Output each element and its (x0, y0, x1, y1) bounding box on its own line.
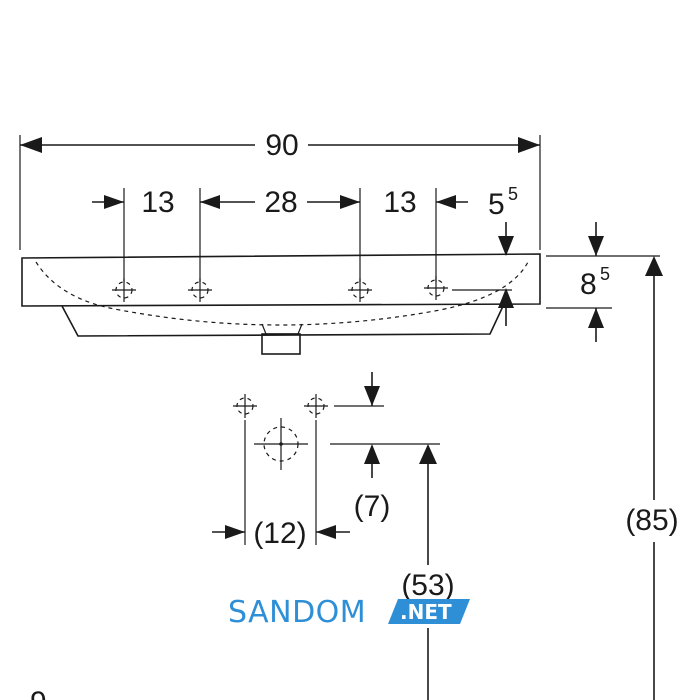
arrow-up-icon (419, 444, 437, 464)
watermark-logo: SANDOM .NET (228, 595, 470, 630)
dim-thickness-main: 8 (580, 268, 597, 301)
drain-hole (254, 418, 308, 470)
arrow-down-icon (364, 386, 380, 406)
dim-drain-height: (53) (401, 569, 454, 602)
watermark-badge (388, 599, 470, 624)
tap-hole-4 (424, 276, 448, 300)
partial-label: 9 (30, 686, 47, 700)
arrow-down-icon (498, 236, 514, 256)
basin-bowl-front (61, 303, 505, 337)
dim-hole-spacing: (12) (253, 517, 306, 550)
tap-hole-1 (112, 278, 136, 302)
arrow-icon (340, 195, 360, 209)
tap-hole-2 (188, 278, 212, 302)
arrow-right-icon (518, 137, 540, 153)
drain-outlet (261, 333, 301, 355)
dim-total-width: 90 (265, 129, 298, 162)
arrow-icon (104, 195, 124, 209)
arrow-left-icon (20, 137, 42, 153)
dim-hole-offset: (7) (354, 490, 391, 523)
dim-edge-main: 5 (488, 188, 505, 221)
watermark-name: SANDOM (228, 595, 366, 630)
arrow-up-icon (364, 444, 380, 464)
dim-edge-sup: 5 (508, 184, 518, 204)
dim-thickness-sup: 5 (600, 264, 610, 284)
watermark-suffix: .NET (400, 600, 452, 624)
dim-middle-span: 28 (264, 186, 297, 219)
mount-hole-left (233, 394, 257, 418)
arrow-right-icon (225, 525, 245, 539)
bowl-hidden-line (35, 261, 529, 326)
arrow-up-icon (645, 256, 663, 276)
tap-hole-3 (348, 278, 372, 302)
dim-total-height: (85) (625, 504, 678, 537)
arrow-up-icon (498, 288, 514, 308)
dim-left-offset: 13 (141, 186, 174, 219)
dim-right-offset: 13 (383, 186, 416, 219)
mount-hole-right (304, 394, 328, 418)
basin-rim (21, 253, 541, 307)
arrow-icon (200, 195, 220, 209)
arrow-down-icon (588, 236, 604, 256)
